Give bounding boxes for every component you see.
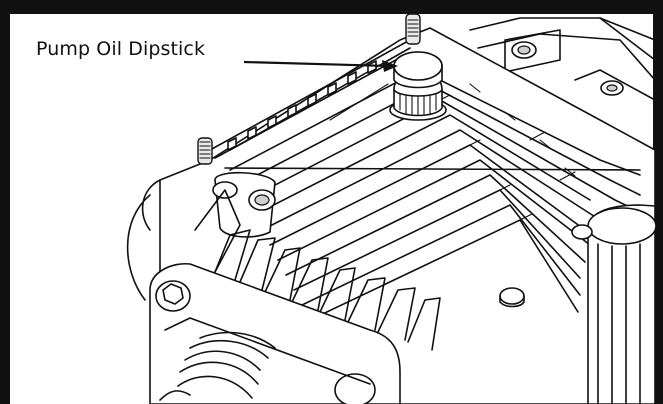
rib-caps [499,224,593,308]
corner-bolt-left [197,137,213,165]
rear-fins [209,39,411,151]
front-left-boss [212,171,276,238]
side-cooling-fins [194,189,441,351]
rear-housing [469,17,656,101]
top-border-bar [0,0,663,14]
left-border [0,0,10,404]
right-border [653,0,663,404]
lower-housing [149,263,401,404]
oil-dipstick [389,51,447,121]
right-side-knob [587,204,657,404]
pump-oil-dipstick-label: Pump Oil Dipstick [36,38,206,60]
callout-leader [243,60,398,121]
corner-bolt-right [405,13,421,45]
